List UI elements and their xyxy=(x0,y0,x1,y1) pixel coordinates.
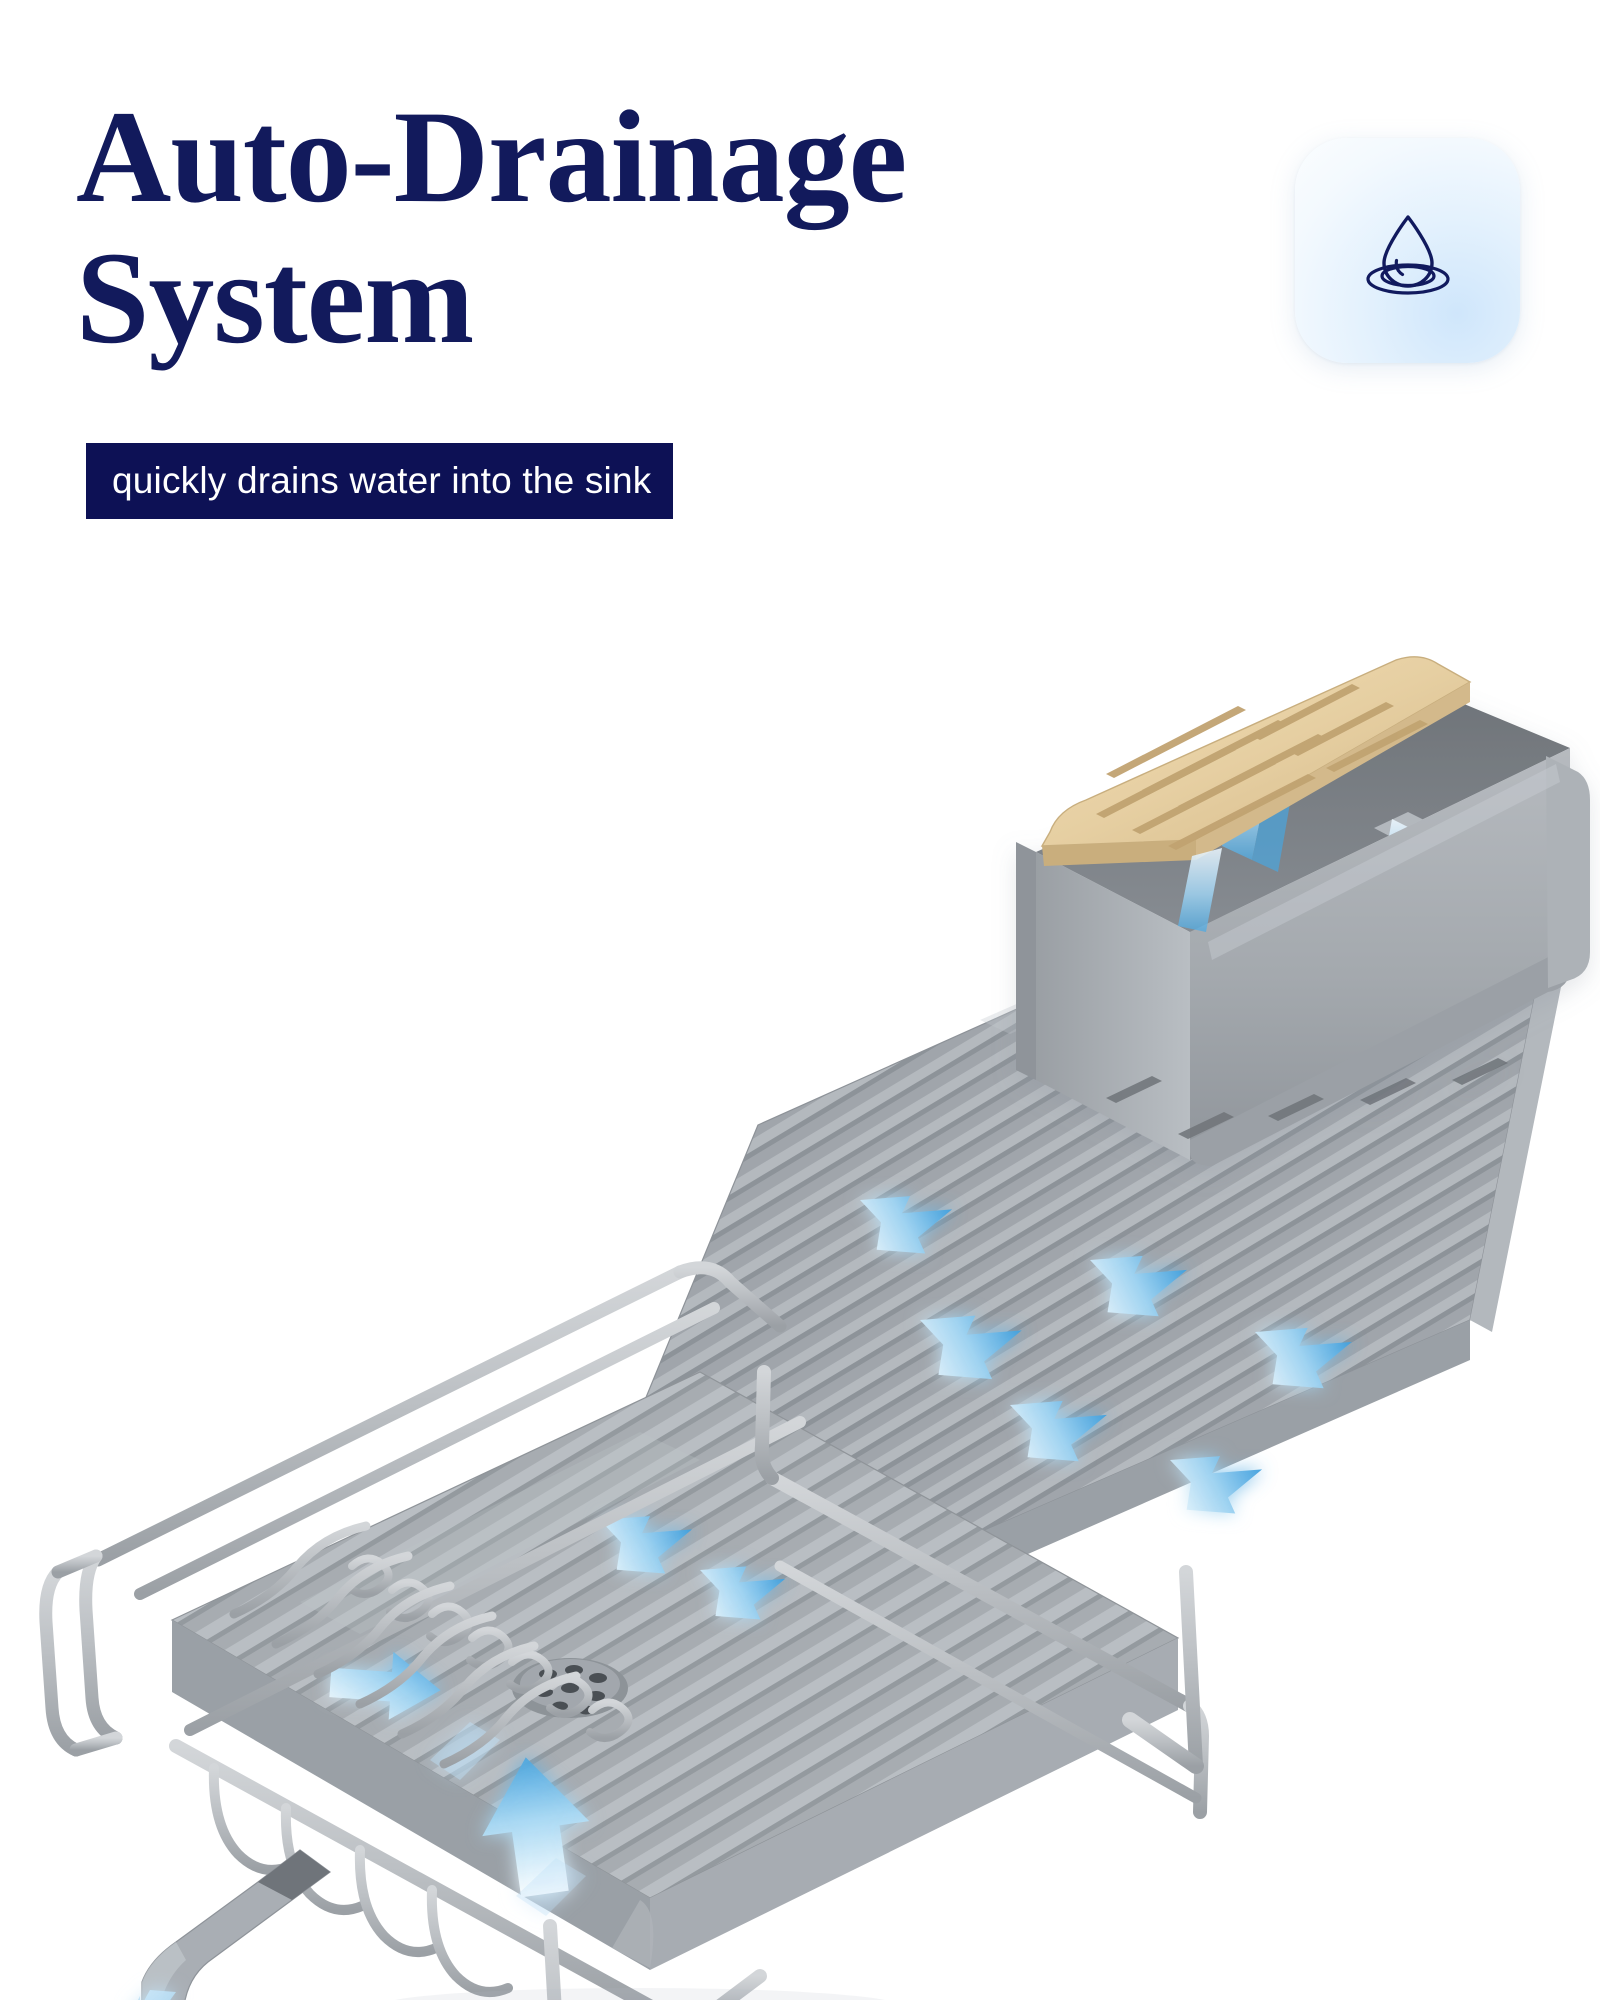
product-illustration xyxy=(0,560,1600,2000)
water-stream xyxy=(137,1990,176,2000)
support-legs xyxy=(543,1565,1204,2000)
knife-block-lid xyxy=(1040,656,1472,866)
knife-slots xyxy=(1096,684,1428,850)
lower-tray xyxy=(170,1371,1180,1970)
page-title: Auto-Drainage System xyxy=(76,83,907,372)
wire-basket xyxy=(39,1261,1209,2000)
caddy-drain-slots xyxy=(1106,1058,1508,1139)
subtitle-bar: quickly drains water into the sink xyxy=(86,443,674,519)
contact-shadow xyxy=(394,1988,886,2000)
caddy-lid-water xyxy=(1178,848,1222,932)
water-drop-ripple-icon xyxy=(1353,196,1463,306)
swivel-spout xyxy=(141,1849,332,2000)
dish-rack-render xyxy=(39,656,1590,2000)
subtitle-text: quickly drains water into the sink xyxy=(112,460,652,501)
water-drop-badge xyxy=(1295,138,1520,363)
water-flow-arrows-board xyxy=(860,1196,1352,1514)
